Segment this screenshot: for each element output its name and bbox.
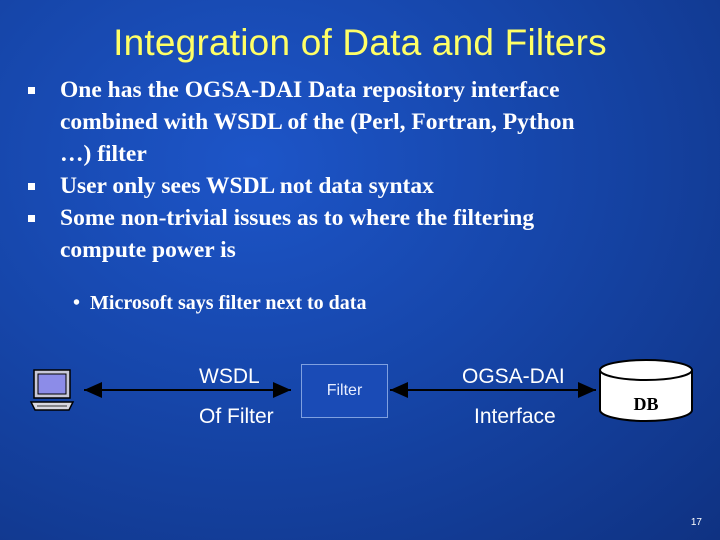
bullet-square-icon [28, 183, 35, 190]
db-label: DB [633, 394, 659, 414]
page-number: 17 [690, 517, 702, 528]
database-icon [599, 359, 693, 422]
wsdl-label: WSDL [199, 365, 260, 388]
ogsa-dai-label: OGSA-DAI [462, 365, 565, 388]
bullet-line: User only sees WSDL not data syntax [60, 173, 434, 199]
sub-bullet: • Microsoft says filter next to data [73, 292, 366, 315]
bullet-line: …) filter [60, 141, 147, 167]
bullet-item: Some non-trivial issues as to where the … [28, 202, 708, 266]
computer-icon [29, 369, 75, 411]
bullet-line: One has the OGSA-DAI Data repository int… [60, 77, 560, 103]
sub-bullet-text: Microsoft says filter next to data [90, 292, 367, 314]
bullet-item: User only sees WSDL not data syntax [28, 170, 708, 202]
interface-label: Interface [474, 405, 556, 428]
of-filter-label: Of Filter [199, 405, 274, 428]
filter-label: Filter [326, 382, 363, 399]
sub-bullet-dot: • [73, 292, 81, 314]
slide-title: Integration of Data and Filters [113, 22, 607, 63]
bullet-square-icon [28, 87, 35, 94]
filter-box: Filter [301, 364, 388, 418]
bullet-square-icon [28, 215, 35, 222]
bullet-item: One has the OGSA-DAI Data repository int… [28, 74, 708, 170]
bullet-line: combined with WSDL of the (Perl, Fortran… [60, 109, 575, 135]
bullet-line: compute power is [60, 237, 236, 263]
bullet-line: Some non-trivial issues as to where the … [60, 205, 535, 231]
bullet-list: One has the OGSA-DAI Data repository int… [28, 74, 708, 266]
